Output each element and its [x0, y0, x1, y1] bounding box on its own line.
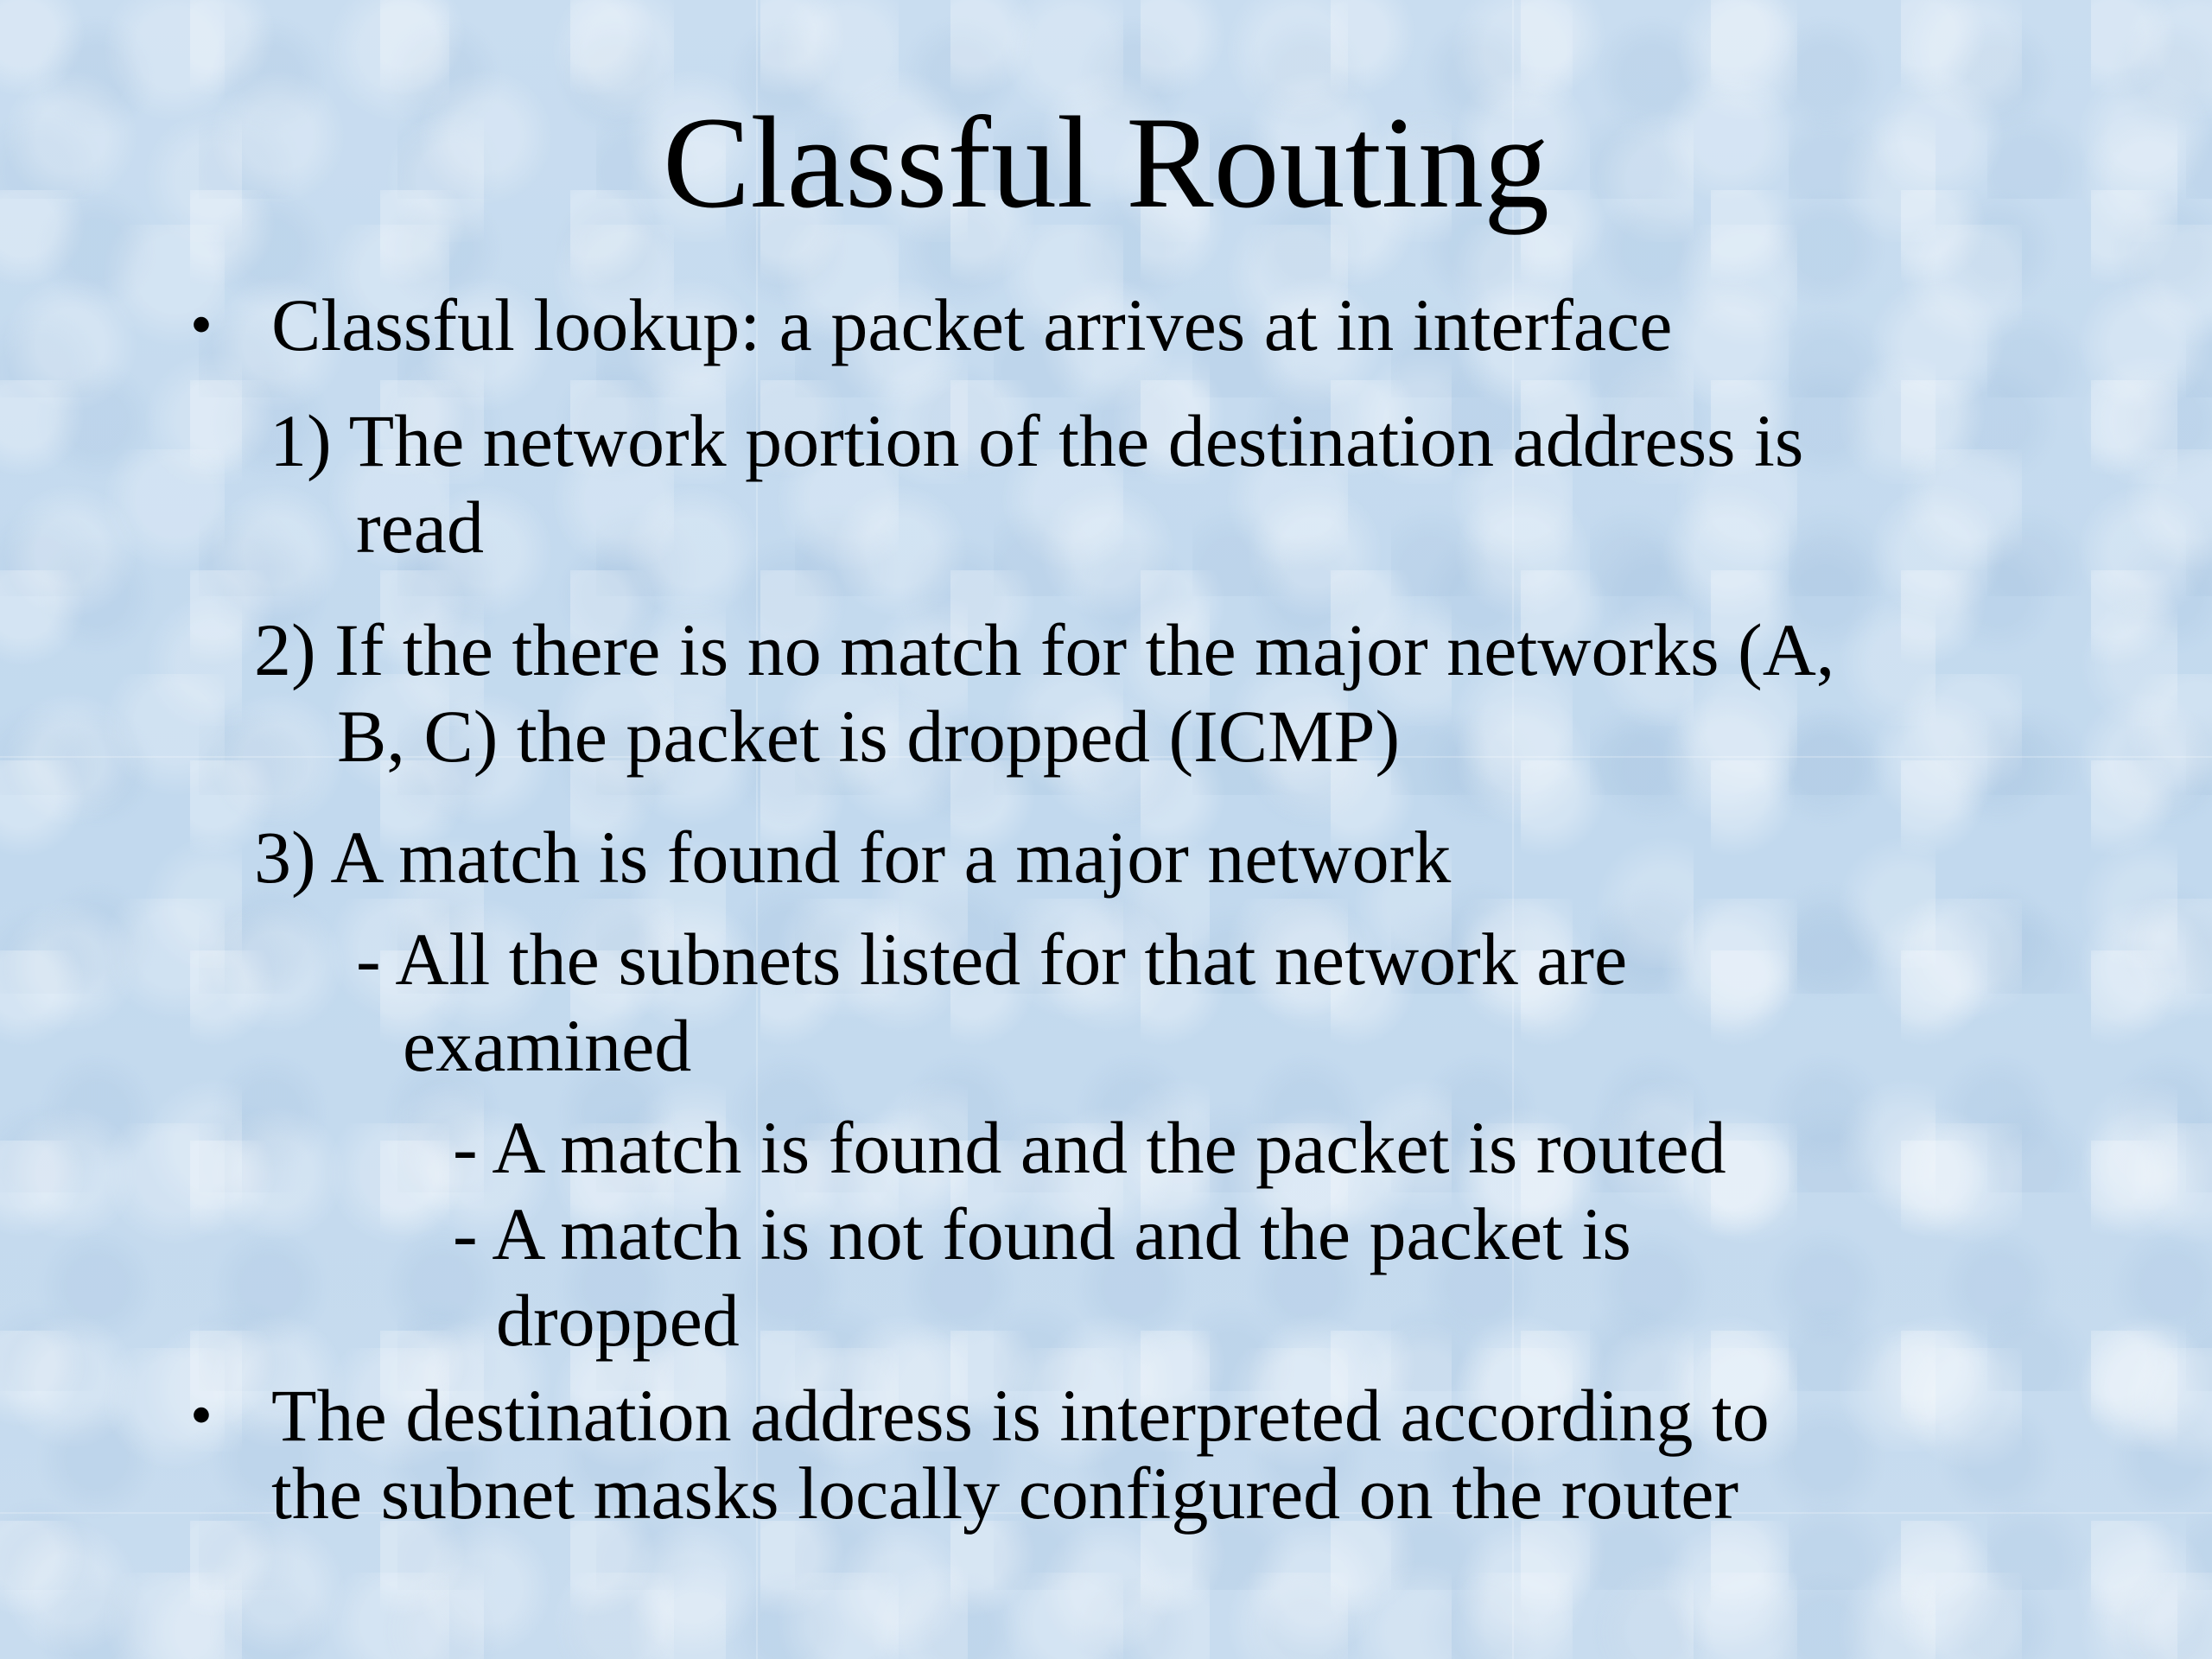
sub-item-packet-routed: - A match is found and the packet is rou… [453, 1106, 1726, 1189]
step-2-text: 2) If the there is no match for the majo… [254, 608, 1835, 691]
bullet-destination-address: The destination address is interpreted a… [271, 1374, 1770, 1457]
bullet-classful-lookup: Classful lookup: a packet arrives at in … [271, 283, 1673, 366]
sub-item-packet-dropped-continued: dropped [496, 1279, 740, 1362]
bullet-destination-address-continued: the subnet masks locally configured on t… [271, 1452, 1739, 1535]
slide-title: Classful Routing [662, 90, 1550, 235]
sub-item-subnets-examined: - All the subnets listed for that networ… [356, 918, 1628, 1001]
background-tile-seam [0, 1512, 2212, 1514]
step-2-text-continued: B, C) the packet is dropped (ICMP) [337, 695, 1401, 778]
step-3-text: 3) A match is found for a major network [254, 816, 1452, 899]
bullet-icon: • [190, 1380, 213, 1451]
bullet-icon: • [190, 289, 213, 360]
background-tile-seam [756, 0, 758, 1659]
sub-item-packet-dropped: - A match is not found and the packet is [453, 1192, 1631, 1275]
sub-item-subnets-examined-continued: examined [403, 1004, 692, 1087]
background-tile-seam [0, 756, 2212, 758]
background-tile-seam [1512, 0, 1514, 1659]
step-1-text-continued: read [356, 486, 484, 569]
step-1-text: 1) The network portion of the destinatio… [270, 399, 1804, 482]
